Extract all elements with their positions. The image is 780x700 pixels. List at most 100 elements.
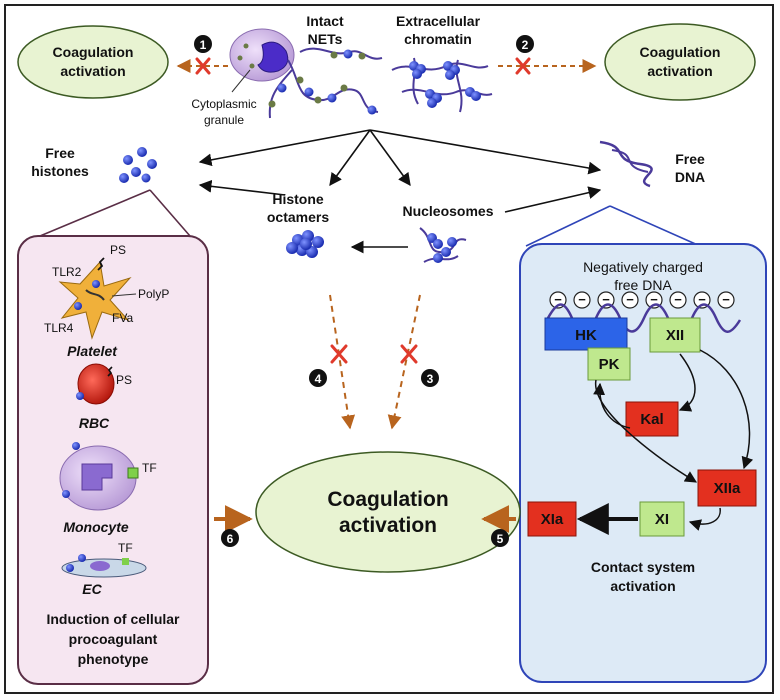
step-badge-5 — [491, 529, 509, 547]
step-number-3: 3 — [427, 372, 434, 386]
contact-arrows — [593, 349, 754, 531]
monocyte-label: Monocyte — [63, 519, 129, 535]
left-caption-line1: Induction of cellular — [46, 611, 180, 627]
step-number-2: 2 — [522, 38, 529, 52]
negative-charge-sign: − — [674, 292, 682, 307]
factor-kal-box — [625, 401, 679, 437]
x-mark-3 — [400, 344, 418, 364]
coag-ellipse-top-left — [17, 25, 169, 99]
free-dna-icon — [599, 140, 653, 188]
cytoplasmic-granule-label-2: granule — [204, 113, 244, 127]
negative-charge-sign: − — [698, 292, 706, 307]
step-number-4: 4 — [315, 372, 322, 386]
step-badge-2 — [516, 35, 534, 53]
negative-charge — [669, 291, 687, 309]
step-badge-1 — [194, 35, 212, 53]
polyp-leader — [111, 293, 137, 297]
step-number-5: 5 — [497, 532, 504, 546]
factor-xiia-box — [697, 469, 757, 507]
platelet-label: Platelet — [67, 343, 118, 359]
x-mark-4 — [330, 344, 348, 364]
factor-kal-label: Kal — [640, 411, 663, 428]
free-dna-icon-strand-2 — [611, 149, 649, 173]
fva-label: FVa — [112, 311, 133, 325]
factor-xii-box — [649, 317, 701, 353]
ec-label: EC — [82, 581, 102, 597]
free-histones-label-2: histones — [31, 163, 89, 179]
free-dna-label-2: DNA — [675, 169, 705, 185]
rbc-illustration — [77, 363, 115, 405]
ps-platelet-label: PS — [110, 243, 126, 257]
tlr2-label: TLR2 — [52, 265, 82, 279]
factor-xi-box — [639, 501, 685, 537]
tlr4-label: TLR4 — [44, 321, 74, 335]
right-caption-line1: Contact system — [591, 559, 695, 575]
endothelial-cell-illustration — [61, 554, 147, 578]
intact-nets-label-1: Intact — [306, 13, 344, 29]
cytoplasmic-granule-label-1: Cytoplasmic — [191, 97, 256, 111]
factor-hk-box — [544, 317, 628, 351]
right-title-line2: free DNA — [614, 277, 672, 293]
left-caption-line3: phenotype — [78, 651, 149, 667]
negative-charge — [717, 291, 735, 309]
intact-nets-label-2: NETs — [308, 31, 343, 47]
tf-ec-label: TF — [118, 541, 133, 555]
histone-octamers-label-1: Histone — [272, 191, 324, 207]
left-caption-line2: procoagulant — [69, 631, 158, 647]
blocked-arrow-3 — [387, 294, 421, 430]
negative-charge — [573, 291, 591, 309]
coag-ellipse-top-right — [604, 23, 756, 101]
coag-ellipse-center — [255, 451, 521, 573]
nucleosomes-label: Nucleosomes — [402, 203, 493, 219]
step-badge-4 — [309, 369, 327, 387]
free-histones-icon — [119, 147, 157, 183]
right-panel-bracket — [525, 205, 701, 247]
coag-top-right-line2: activation — [647, 63, 712, 79]
free-histones-label-1: Free — [45, 145, 75, 161]
step-number-1: 1 — [200, 38, 207, 52]
charge-row: −−−−−−−− — [549, 291, 735, 309]
coag-top-left-line2: activation — [60, 63, 125, 79]
factor-xi-label: XI — [655, 511, 669, 528]
granule-leader-line — [231, 69, 251, 93]
factor-xii-label: XII — [666, 327, 684, 344]
factor-pk-box — [587, 347, 631, 381]
monocyte-illustration — [59, 442, 139, 511]
histone-octamers-label-2: octamers — [267, 209, 329, 225]
factor-xia-label: XIa — [541, 511, 564, 528]
right-panel — [519, 243, 767, 683]
coag-top-right-line1: Coagulation — [640, 44, 721, 60]
negative-charge-sign: − — [626, 292, 634, 307]
rbc-histone — [76, 392, 84, 400]
negative-charge-sign: − — [602, 292, 610, 307]
x-mark-2 — [515, 57, 531, 75]
negative-charge — [621, 291, 639, 309]
factor-hk-label: HK — [575, 327, 597, 344]
step-badge-6 — [221, 529, 239, 547]
left-panel-bracket — [39, 189, 191, 237]
factor-xiia-label: XIIa — [714, 480, 741, 497]
rbc-ps-mark — [107, 366, 113, 377]
negative-charge-sign: − — [578, 292, 586, 307]
histone-octamer-icon — [286, 230, 324, 258]
coag-top-left-line1: Coagulation — [53, 44, 134, 60]
neutrophil-net-illustration — [229, 28, 383, 119]
platelet-illustration — [58, 257, 132, 340]
negative-charge-sign: − — [722, 292, 730, 307]
extracellular-chromatin-label-2: chromatin — [404, 31, 472, 47]
right-caption-line2: activation — [610, 578, 675, 594]
x-mark-1 — [195, 57, 211, 75]
polyp-label: PolyP — [138, 287, 169, 301]
factor-pk-label: PK — [599, 356, 620, 373]
rbc-label: RBC — [79, 415, 110, 431]
negative-charge-sign: − — [554, 292, 562, 307]
step-number-6: 6 — [227, 532, 234, 546]
extracellular-chromatin-label-1: Extracellular — [396, 13, 481, 29]
tf-monocyte-label: TF — [142, 461, 157, 475]
blocked-arrow-4 — [329, 294, 356, 430]
coag-center-line2: activation — [339, 514, 437, 537]
ps-rbc-label: PS — [116, 373, 132, 387]
step-badge-3 — [421, 369, 439, 387]
distribution-arrows — [198, 129, 602, 254]
